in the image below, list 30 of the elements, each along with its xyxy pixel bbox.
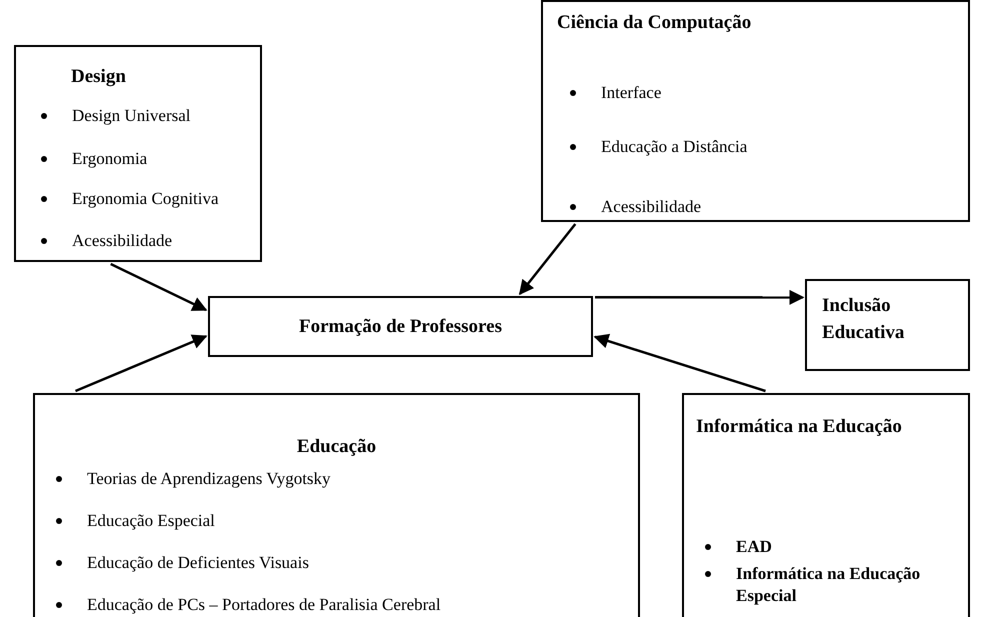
- box-heading: Educação: [296, 435, 378, 459]
- box-heading: Ciência da Computação: [557, 11, 752, 35]
- arrow: [75, 334, 208, 392]
- bullet-item: Interface: [601, 82, 662, 104]
- arrow: [595, 290, 804, 305]
- box-heading: Inclusão Educativa: [822, 294, 906, 345]
- text-box: [541, 0, 970, 222]
- box-heading: Design: [71, 65, 127, 89]
- bullet-item: Acessibilidade: [72, 230, 172, 252]
- arrow: [110, 262, 208, 312]
- text-box: [208, 296, 593, 357]
- box-heading: Formação de Professores: [298, 315, 503, 339]
- bullet-item: Educação Especial: [87, 510, 215, 532]
- bullet-item: Acessibilidade: [601, 196, 702, 218]
- bullet-item: Teorias de Aprendizagens Vygotsky: [87, 468, 331, 490]
- text-box: [682, 393, 970, 617]
- text-box: [33, 393, 640, 617]
- arrow: [518, 223, 576, 296]
- text-box: [14, 45, 262, 262]
- box-heading: Informática na Educação: [696, 415, 903, 439]
- bullet-item: Educação a Distância: [601, 136, 748, 158]
- bullet-item: Informática na Educação Especial: [736, 563, 922, 607]
- bullet-item: Ergonomia: [72, 148, 148, 170]
- bullet-item: Design Universal: [72, 105, 191, 127]
- bullet-item: Educação de PCs – Portadores de Paralisia Cerebral: [87, 594, 441, 616]
- bullet-item: EAD: [736, 536, 773, 558]
- arrow: [594, 334, 766, 392]
- bullet-item: Ergonomia Cognitiva: [72, 188, 219, 210]
- text-box: [805, 279, 970, 371]
- bullet-item: Educação de Deficientes Visuais: [87, 552, 309, 574]
